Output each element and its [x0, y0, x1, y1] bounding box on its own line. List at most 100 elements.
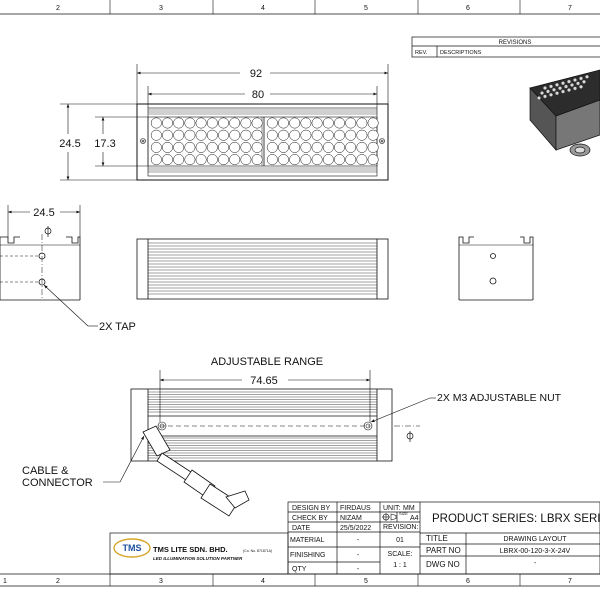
led-dot [549, 84, 553, 89]
title-value: DRAWING LAYOUT [503, 536, 567, 543]
column-number: 3 [159, 578, 163, 585]
led-lens [278, 141, 289, 153]
design-by-label: DESIGN BY [292, 505, 330, 512]
column-number: 3 [159, 5, 163, 12]
side-view-middle [136, 238, 389, 300]
revisions-title: REVISIONS [499, 40, 532, 46]
nut-leader [370, 397, 436, 423]
finishing-value: - [357, 552, 360, 559]
company-name: TMS LITE SDN. BHD. [153, 545, 228, 554]
led-lens [266, 129, 278, 141]
led-lens [311, 154, 323, 166]
led-dot [546, 89, 550, 94]
led-lens [229, 129, 241, 141]
dim-overall-width: 92 [250, 68, 262, 80]
led-lens [173, 129, 185, 141]
led-lens [195, 141, 207, 153]
column-number: 1 [3, 578, 7, 585]
column-number: 5 [364, 5, 368, 12]
adjustable-range-label: ADJUSTABLE RANGE [211, 356, 323, 368]
led-lens [240, 141, 252, 153]
tap-callout: 2X TAP [99, 321, 136, 333]
column-number: 6 [466, 578, 470, 585]
led-lens [195, 154, 207, 166]
led-dot [567, 79, 571, 84]
led-lens [345, 129, 357, 141]
led-dot [573, 78, 577, 82]
revisions-desc-header: DESCRIPTIONS [440, 50, 482, 56]
cable-callout-line2: CONNECTOR [22, 477, 93, 489]
dim-overall-height: 24.5 [59, 138, 80, 150]
led-lens [218, 129, 229, 141]
led-lens [251, 141, 263, 153]
revision-value: 01 [396, 537, 404, 544]
led-dot [585, 74, 589, 79]
column-number: 6 [466, 5, 470, 12]
part-no-value: LBRX-00-120-3-X-24V [500, 548, 571, 555]
dwg-no-label: DWG NO [426, 560, 460, 569]
nut-callout: 2X M3 ADJUSTABLE NUT [437, 392, 562, 404]
led-lens [195, 117, 207, 129]
led-lens [184, 117, 196, 129]
led-lens [162, 141, 173, 153]
led-lens [311, 129, 323, 141]
adjustable-range-value: 74.65 [250, 375, 278, 387]
led-lens [229, 117, 241, 129]
led-lens [278, 154, 289, 166]
unit-value: MM [403, 505, 415, 512]
led-lens [334, 129, 345, 141]
side-view-right [458, 236, 534, 301]
led-lens [150, 117, 162, 129]
led-lens [289, 129, 301, 141]
led-lens [218, 154, 229, 166]
led-lens [206, 129, 218, 141]
scale-label: SCALE: [388, 551, 413, 558]
led-lens [240, 117, 252, 129]
led-dot [543, 94, 547, 99]
scale-value: 1 : 1 [393, 562, 407, 569]
qty-value: - [357, 566, 360, 573]
led-lens [162, 117, 173, 129]
company-reg-no: (Co. No. 871871A) [243, 549, 272, 553]
mounting-holes [140, 138, 385, 144]
led-dot [543, 86, 547, 90]
led-lens [300, 117, 312, 129]
led-lens [278, 129, 289, 141]
revisions-table [411, 36, 600, 58]
led-lens [266, 154, 278, 166]
led-lens [345, 117, 357, 129]
led-lens [367, 154, 379, 166]
led-lens [240, 154, 252, 166]
border-column-numbers-top: 2 3 4 5 6 7 [56, 5, 572, 12]
column-number: 7 [568, 578, 572, 585]
led-dot [567, 88, 571, 92]
led-lens [184, 154, 196, 166]
title-block-fields: DESIGN BY FIRDAUS CHECK BY NIZAM DATE 25… [290, 505, 419, 573]
led-dot [552, 87, 556, 92]
column-number: 4 [261, 578, 265, 585]
column-number: 2 [56, 578, 60, 585]
title-label: TITLE [426, 534, 448, 543]
led-lens [251, 129, 263, 141]
led-lens [162, 129, 173, 141]
led-lens [300, 129, 312, 141]
logo-text: TMS [123, 543, 142, 553]
led-lens [218, 117, 229, 129]
led-lens [266, 117, 278, 129]
led-lens [218, 141, 229, 153]
led-lens [240, 129, 252, 141]
led-lens [206, 154, 218, 166]
led-lens [229, 141, 241, 153]
led-lens [367, 129, 379, 141]
date-value: 25/5/2022 [340, 525, 371, 532]
led-lens [173, 154, 185, 166]
bottom-view [130, 388, 393, 462]
side-view-left [0, 234, 81, 301]
led-lens [206, 141, 218, 153]
led-lens [322, 117, 334, 129]
design-by-value: FIRDAUS [340, 505, 371, 512]
led-lens [184, 141, 196, 153]
side-width-dimension [7, 205, 81, 237]
front-view [136, 103, 389, 181]
led-lens [334, 154, 345, 166]
